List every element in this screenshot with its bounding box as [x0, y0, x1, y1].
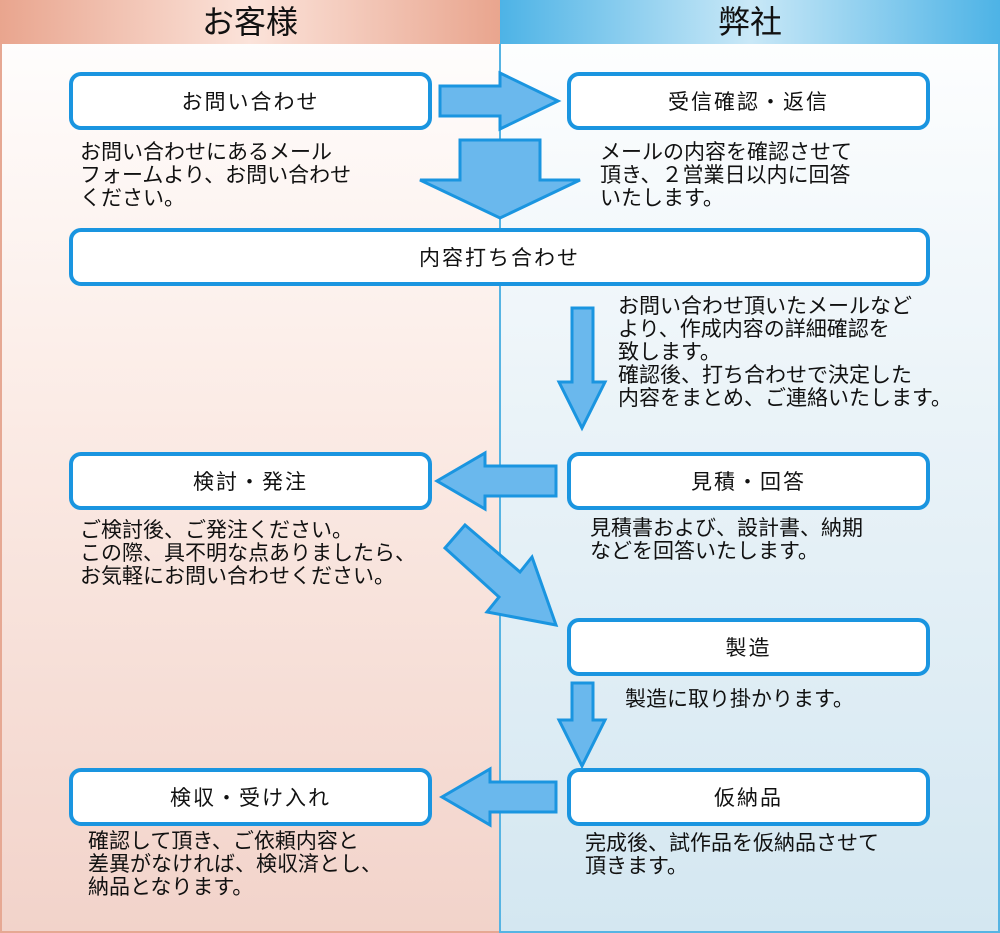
step-meeting-label: 内容打ち合わせ: [419, 246, 580, 270]
step-acceptance-description: 確認して頂き、ご依頼内容と 差異がなければ、検収済とし、 納品となります。: [88, 829, 382, 899]
arrow-inquiry-to-reception: [438, 70, 562, 132]
step-inquiry: お問い合わせ: [69, 72, 432, 130]
arrow-meeting-to-estimate: [556, 306, 608, 432]
arrow-manufacturing-to-provisional: [556, 681, 608, 770]
arrow-estimate-to-review: [434, 450, 558, 512]
step-review-order: 検討・発注: [69, 452, 432, 510]
step-provisional-delivery: 仮納品: [567, 768, 930, 826]
step-reception-label: 受信確認・返信: [668, 90, 829, 114]
arrow-review-to-manufacturing: [442, 522, 559, 627]
step-manufacturing-description: 製造に取り掛かります。: [625, 687, 854, 711]
step-reception-description: メールの内容を確認させて 頂き、２営業日以内に回答 いたします。: [600, 140, 852, 210]
step-estimate-description: 見積書および、設計書、納期 などを回答いたします。: [590, 516, 863, 563]
step-estimate: 見積・回答: [567, 452, 930, 510]
step-inquiry-description: お問い合わせにあるメール フォームより、お問い合わせ ください。: [80, 140, 352, 210]
step-review-order-description: ご検討後、ご発注ください。 この際、具不明な点ありましたら、 お気軽にお問い合わ…: [80, 518, 416, 588]
step-estimate-label: 見積・回答: [691, 470, 806, 494]
step-review-order-label: 検討・発注: [193, 470, 308, 494]
step-provisional-delivery-label: 仮納品: [714, 786, 783, 810]
step-acceptance: 検収・受け入れ: [69, 768, 432, 826]
arrow-down-to-meeting: [419, 138, 581, 220]
step-reception: 受信確認・返信: [567, 72, 930, 130]
arrow-provisional-to-acceptance: [439, 766, 558, 828]
step-meeting: 内容打ち合わせ: [69, 228, 930, 286]
step-meeting-description: お問い合わせ頂いたメールなど より、作成内容の詳細確認を 致します。 確認後、打…: [618, 294, 952, 410]
step-inquiry-label: お問い合わせ: [181, 90, 320, 114]
step-provisional-delivery-description: 完成後、試作品を仮納品させて 頂きます。: [585, 831, 879, 878]
step-manufacturing-label: 製造: [725, 636, 772, 660]
customer-header: お客様: [0, 0, 500, 44]
step-acceptance-label: 検収・受け入れ: [170, 786, 331, 810]
step-manufacturing: 製造: [567, 618, 930, 676]
company-header: 弊社: [500, 0, 1000, 44]
